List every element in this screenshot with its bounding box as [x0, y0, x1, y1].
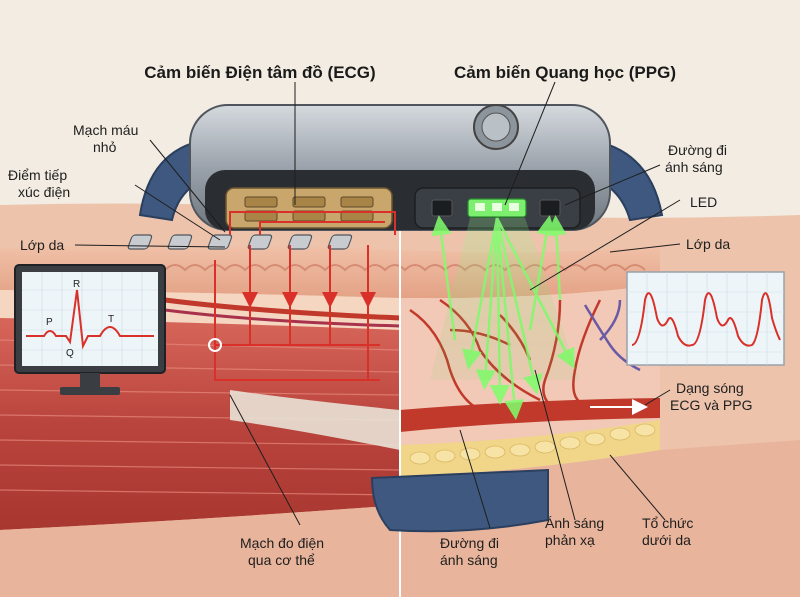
label-skin-right: Lớp da	[686, 236, 730, 252]
fat-lobules	[409, 423, 656, 465]
dermis-texture	[164, 264, 646, 272]
monitor-base	[60, 387, 120, 395]
small-vessel-left	[164, 297, 401, 321]
led-chip-1	[475, 203, 485, 211]
ecg-trace	[26, 289, 154, 350]
circuit-node	[208, 338, 222, 352]
watch-strap-bottom	[370, 468, 549, 533]
ppg-panel-bg	[626, 271, 785, 366]
ppg-light-cone	[430, 218, 580, 380]
ecg-monitor: P R Q T	[14, 264, 166, 395]
monitor-grid	[22, 272, 158, 366]
forearm-lower	[0, 505, 400, 597]
ecg-title: Cảm biến Điện tâm đồ (ECG)	[144, 63, 375, 82]
digital-crown-inner	[481, 112, 511, 142]
tendon	[230, 390, 400, 450]
ppg-trace	[631, 292, 781, 347]
small-vein-left	[164, 308, 401, 328]
ecg-circuit	[214, 211, 396, 381]
ppg-waveform-panel	[626, 271, 785, 366]
ecg-wave-q: Q	[66, 348, 74, 359]
ecg-wave-t: T	[108, 314, 114, 325]
led-chip-3	[509, 203, 519, 211]
ecg-wave-p: P	[46, 317, 53, 328]
monitor-screen	[22, 272, 158, 366]
ecg-electrode-grid	[244, 196, 374, 222]
ppg-panel-grid	[627, 272, 784, 365]
monitor-neck	[80, 373, 100, 387]
led-chip-2	[492, 203, 502, 211]
photodiode-left	[431, 199, 453, 217]
ppg-title: Cảm biến Quang học (PPG)	[454, 63, 676, 82]
label-skin-left: Lớp da	[20, 237, 64, 253]
leader-lines	[74, 81, 681, 529]
ecg-wave-r: R	[73, 279, 80, 290]
photodiode-right	[539, 199, 561, 217]
label-led: LED	[690, 194, 717, 210]
